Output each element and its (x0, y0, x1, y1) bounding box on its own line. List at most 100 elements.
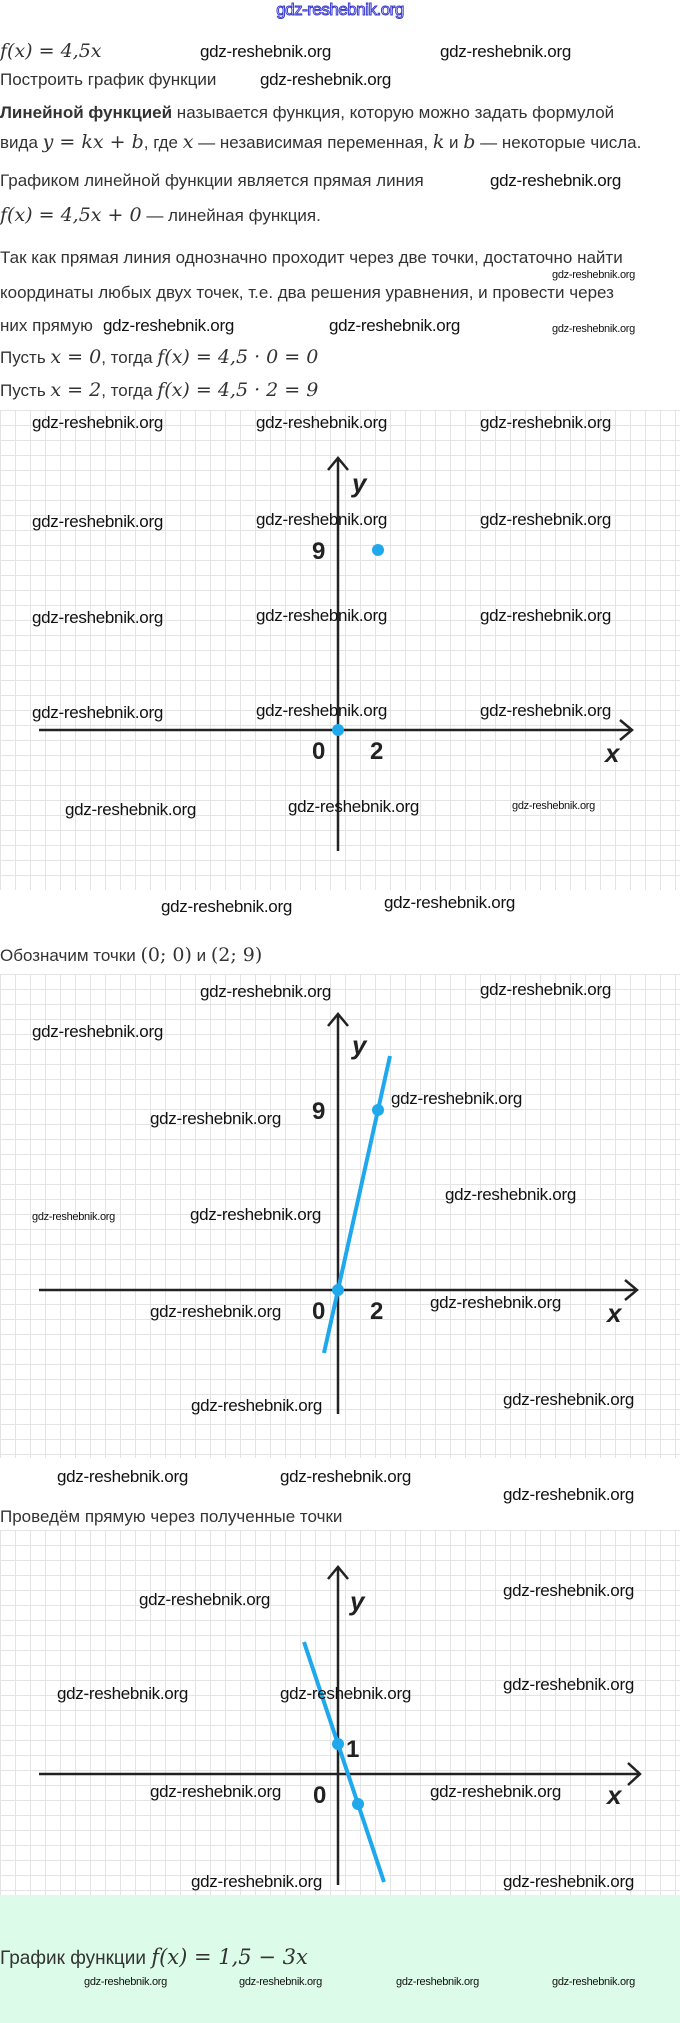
watermark: gdz-reshebnik.org (490, 171, 621, 190)
y-tick-label: 9 (312, 538, 326, 565)
y-axis-label: y (352, 468, 367, 498)
origin-label: 0 (313, 1782, 327, 1809)
watermark: gdz-reshebnik.org (445, 1185, 576, 1204)
data-point (332, 1738, 344, 1750)
watermark: gdz-reshebnik.org (32, 512, 163, 531)
linear-function-line: f(x) = 4,5x + 0 — линейная функция. (0, 204, 321, 226)
definition-text: называется функция, которую можно задать… (172, 103, 615, 122)
text: и (191, 946, 211, 965)
text: График функции (0, 1948, 152, 1969)
watermark: gdz-reshebnik.org (150, 1109, 281, 1128)
math: x = 0 (50, 346, 102, 368)
watermark: gdz-reshebnik.org (57, 1467, 188, 1486)
watermark: gdz-reshebnik.org (280, 1684, 411, 1703)
x-axis-label: x (607, 1298, 622, 1328)
watermark: gdz-reshebnik.org (260, 70, 391, 89)
x-axis-arrow (624, 1279, 639, 1301)
watermark: gdz-reshebnik.org (139, 1590, 270, 1609)
math: f(x) = 1,5 − 3x (151, 1945, 308, 1969)
watermark: gdz-reshebnik.org (391, 1089, 522, 1108)
text: — линейная функция. (141, 206, 321, 225)
watermark: gdz-reshebnik.org (384, 893, 515, 912)
watermark: gdz-reshebnik.org (32, 413, 163, 432)
graph-svg (39, 1012, 639, 1414)
watermark: gdz-reshebnik.org (512, 800, 595, 812)
watermark: gdz-reshebnik.org (480, 510, 611, 529)
watermark: gdz-reshebnik.org (503, 1581, 634, 1600)
text: Пусть (0, 348, 51, 367)
let-x0-line: Пусть x = 0, тогда f(x) = 4,5 · 0 = 0 (0, 346, 318, 368)
graph-points: y x 9 0 2 (0, 410, 680, 890)
watermark: gdz-reshebnik.org (32, 608, 163, 627)
math: f(x) = 4,5 · 0 = 0 (157, 346, 319, 368)
watermark: gdz-reshebnik.org (239, 1976, 322, 1988)
text: , тогда (101, 381, 158, 400)
text: , где (143, 133, 183, 152)
watermark: gdz-reshebnik.org (256, 606, 387, 625)
math: k (432, 131, 445, 153)
watermark: gdz-reshebnik.org (200, 42, 331, 61)
x-tick-label: 2 (370, 1298, 384, 1325)
answer-line: График функции f(x) = 1,5 − 3x (0, 1945, 308, 1970)
watermark: gdz-reshebnik.org (150, 1302, 281, 1321)
watermark: gdz-reshebnik.org (430, 1293, 561, 1312)
watermark: gdz-reshebnik.org (103, 316, 234, 335)
watermark: gdz-reshebnik.org (191, 1872, 322, 1891)
graph-svg (39, 1565, 642, 1885)
mark-points-line: Обозначим точки (0; 0) и (2; 9) (0, 944, 262, 966)
origin-label: 0 (312, 1298, 326, 1325)
text: и (444, 133, 464, 152)
definition-line2: вида y = kx + b, где x — независимая пер… (0, 131, 641, 153)
math: x (182, 131, 194, 153)
watermark: gdz-reshebnik.org (256, 510, 387, 529)
watermark: gdz-reshebnik.org (503, 1485, 634, 1504)
data-point (332, 724, 344, 736)
text: — независимая переменная, (193, 133, 433, 152)
watermark: gdz-reshebnik.org (65, 800, 196, 819)
watermark: gdz-reshebnik.org (57, 1684, 188, 1703)
text: вида (0, 133, 43, 152)
x-axis-arrow (627, 1762, 642, 1786)
watermark: gdz-reshebnik.org (190, 1205, 321, 1224)
text: , тогда (101, 348, 158, 367)
two-points-line2: координаты любых двух точек, т.е. два ре… (0, 283, 614, 302)
x-axis-label: x (605, 738, 620, 768)
text: — некоторые числа. (475, 133, 642, 152)
math: y = kx + b (42, 131, 144, 153)
watermark: gdz-reshebnik.org (480, 701, 611, 720)
watermark: gdz-reshebnik.org (430, 1782, 561, 1801)
watermark: gdz-reshebnik.org (200, 982, 331, 1001)
text: Обозначим точки (0, 946, 141, 965)
graph-function-line: y x 1 0 (0, 1530, 680, 1895)
math: f(x) = 4,5x + 0 (0, 204, 142, 226)
text: Пусть (0, 381, 51, 400)
watermark: gdz-reshebnik.org (256, 701, 387, 720)
watermark: gdz-reshebnik.org (440, 42, 571, 61)
watermark: gdz-reshebnik.org (32, 1022, 163, 1041)
y-axis-label: y (352, 1030, 367, 1060)
watermark: gdz-reshebnik.org (552, 1976, 635, 1988)
watermark: gdz-reshebnik.org (329, 316, 460, 335)
data-point (372, 1104, 384, 1116)
watermark: gdz-reshebnik.org (503, 1872, 634, 1891)
watermark: gdz-reshebnik.org (280, 1467, 411, 1486)
y-axis-arrow (327, 456, 349, 471)
watermark: gdz-reshebnik.org (480, 606, 611, 625)
math: f(x) = 4,5 · 2 = 9 (157, 379, 319, 401)
watermark: gdz-reshebnik.org (84, 1976, 167, 1988)
x-axis-arrow (619, 719, 634, 741)
watermark: gdz-reshebnik.org (480, 980, 611, 999)
definition-line1: Линейной функцией называется функция, ко… (0, 103, 614, 123)
watermark: gdz-reshebnik.org (552, 269, 635, 281)
two-points-line3: них прямую (0, 316, 93, 335)
y-axis-arrow (327, 1012, 349, 1027)
watermark: gdz-reshebnik.org (150, 1782, 281, 1801)
site-watermark[interactable]: gdz-reshebnik.org (276, 0, 405, 20)
data-point (352, 1798, 364, 1810)
let-x2-line: Пусть x = 2, тогда f(x) = 4,5 · 2 = 9 (0, 379, 318, 401)
watermark: gdz-reshebnik.org (288, 797, 419, 816)
graph-is-line-text: Графиком линейной функции является пряма… (0, 171, 424, 190)
data-point (332, 1284, 344, 1296)
math: (2; 9) (210, 944, 263, 966)
x-axis-label: x (607, 1780, 622, 1810)
